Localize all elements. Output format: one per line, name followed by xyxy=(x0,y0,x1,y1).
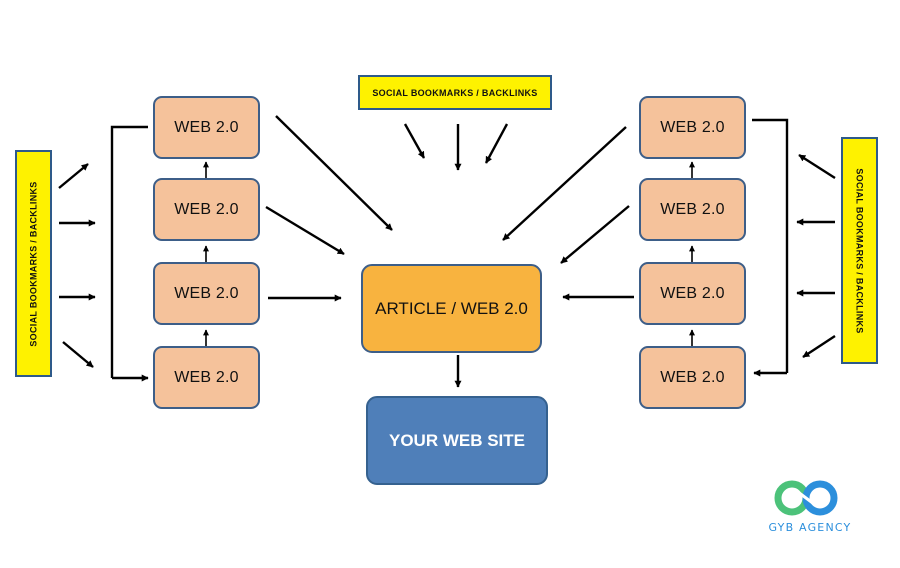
infinity-link-icon xyxy=(774,480,838,516)
right-web20-label: WEB 2.0 xyxy=(660,284,725,302)
left-social-bookmarks-text: SOCIAL BOOKMARKS / BACKLINKS xyxy=(28,180,39,347)
right-web20-node-3: WEB 2.0 xyxy=(639,262,746,325)
right-label-arrow-1 xyxy=(798,153,836,180)
right-social-bookmarks-text: SOCIAL BOOKMARKS / BACKLINKS xyxy=(854,167,865,334)
left-web20-node-4: WEB 2.0 xyxy=(153,346,260,409)
logo-agency-name: GYB AGENCY xyxy=(768,521,852,534)
left-web20-node-1: WEB 2.0 xyxy=(153,96,260,159)
right-web20-node-1: WEB 2.0 xyxy=(639,96,746,159)
left-web1-arrow xyxy=(275,115,393,231)
right-web2-arrow xyxy=(560,205,630,264)
your-website-node: YOUR WEB SITE xyxy=(366,396,548,485)
top-social-bookmarks-text: SOCIAL BOOKMARKS / BACKLINKS xyxy=(372,87,538,98)
right-label-arrow-4 xyxy=(802,334,836,359)
left-bracket xyxy=(110,125,148,378)
left-web20-label: WEB 2.0 xyxy=(174,368,239,386)
left-social-bookmarks-label: SOCIAL BOOKMARKS / BACKLINKS xyxy=(15,150,52,377)
right-web20-label: WEB 2.0 xyxy=(660,368,725,386)
left-web20-label: WEB 2.0 xyxy=(174,200,239,218)
left-label-arrow-1 xyxy=(58,163,89,189)
left-web20-label: WEB 2.0 xyxy=(174,284,239,302)
top-arrow-left xyxy=(403,123,426,159)
right-bracket xyxy=(752,118,789,373)
left-web20-label: WEB 2.0 xyxy=(174,118,239,136)
right-web1-arrow xyxy=(502,126,627,241)
right-web20-label: WEB 2.0 xyxy=(660,200,725,218)
right-web20-label: WEB 2.0 xyxy=(660,118,725,136)
article-web20-node: ARTICLE / WEB 2.0 xyxy=(361,264,542,353)
right-web20-node-4: WEB 2.0 xyxy=(639,346,746,409)
your-website-label: YOUR WEB SITE xyxy=(388,430,525,450)
top-arrow-right xyxy=(484,123,509,164)
article-web20-label: ARTICLE / WEB 2.0 xyxy=(375,298,528,318)
left-web20-node-3: WEB 2.0 xyxy=(153,262,260,325)
right-social-bookmarks-label: SOCIAL BOOKMARKS / BACKLINKS xyxy=(841,137,878,364)
left-web2-arrow xyxy=(265,205,345,256)
left-label-arrow-4 xyxy=(62,341,94,368)
top-social-bookmarks-label: SOCIAL BOOKMARKS / BACKLINKS xyxy=(358,75,552,110)
left-web20-node-2: WEB 2.0 xyxy=(153,178,260,241)
right-web20-node-2: WEB 2.0 xyxy=(639,178,746,241)
